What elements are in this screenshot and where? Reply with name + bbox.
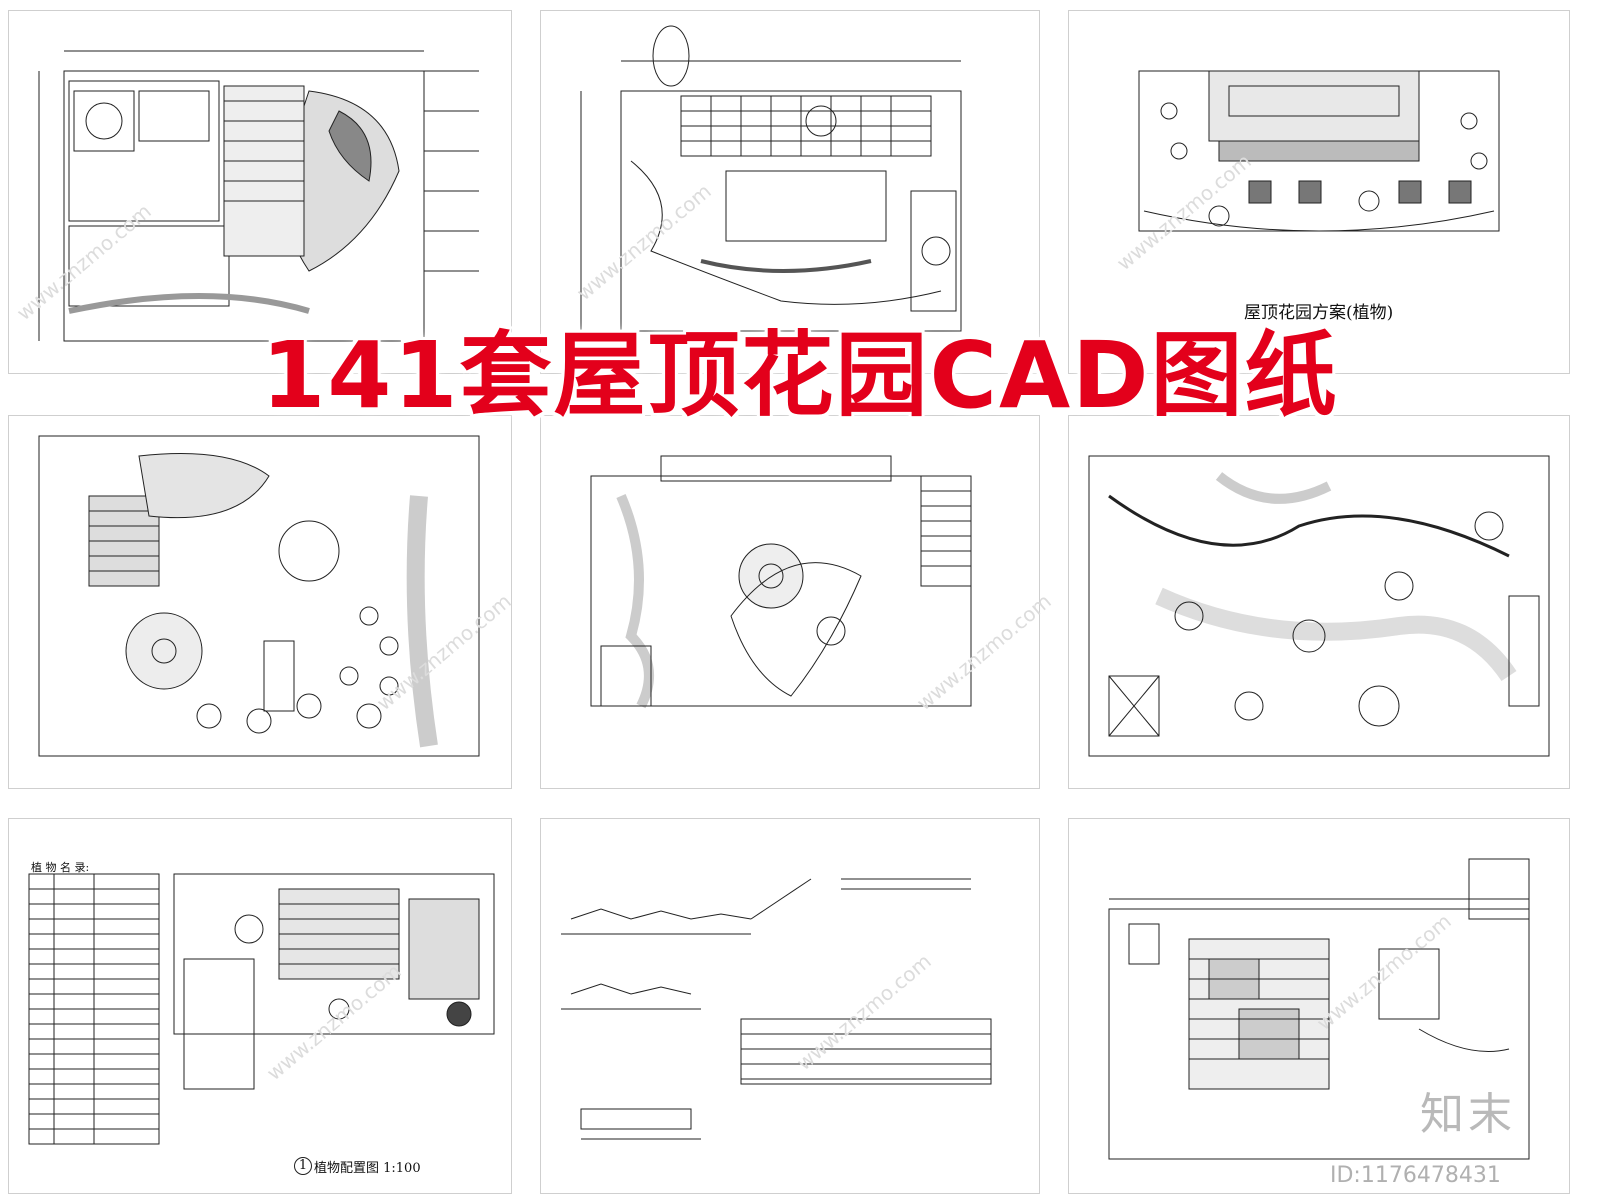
plan-caption: 植物配置图 1:100 [314,1161,421,1176]
cad-drawing [1108,858,1530,1160]
panel-caption: 屋顶花园方案(植物) [1244,303,1394,323]
cad-panel-garden-plan-3 [1068,415,1570,789]
plan-number: 1 [294,1157,312,1175]
cad-panel-garden-plan-2 [540,415,1040,789]
cad-drawing [580,25,962,332]
cad-drawing [561,878,992,1140]
headline-title: 141套屋顶花园CAD图纸 [261,322,1339,429]
cad-panel-floorplan-2 [540,10,1040,374]
cad-panel-planting-plan: 屋顶花园方案(植物) [1068,10,1570,374]
cad-drawing [38,435,480,757]
cad-panel-sections [540,818,1040,1194]
plant-list-title: 植 物 名 录: [31,861,90,874]
cad-panel-planting-table: 植 物 名 录: 1 植物配置图 1:100 [8,818,512,1194]
cad-panel-elevation-plan [1068,818,1570,1194]
cad-panel-floorplan-1 [8,10,512,374]
cad-drawing [1138,70,1500,232]
cad-panel-garden-plan-1 [8,415,512,789]
cad-drawing [38,50,479,342]
cad-drawing [1088,455,1550,757]
image-id: ID:1176478431 [1330,1163,1501,1188]
cad-drawing [590,455,972,709]
watermark-logo: 知末 [1420,1089,1516,1140]
cad-drawing [28,873,495,1145]
